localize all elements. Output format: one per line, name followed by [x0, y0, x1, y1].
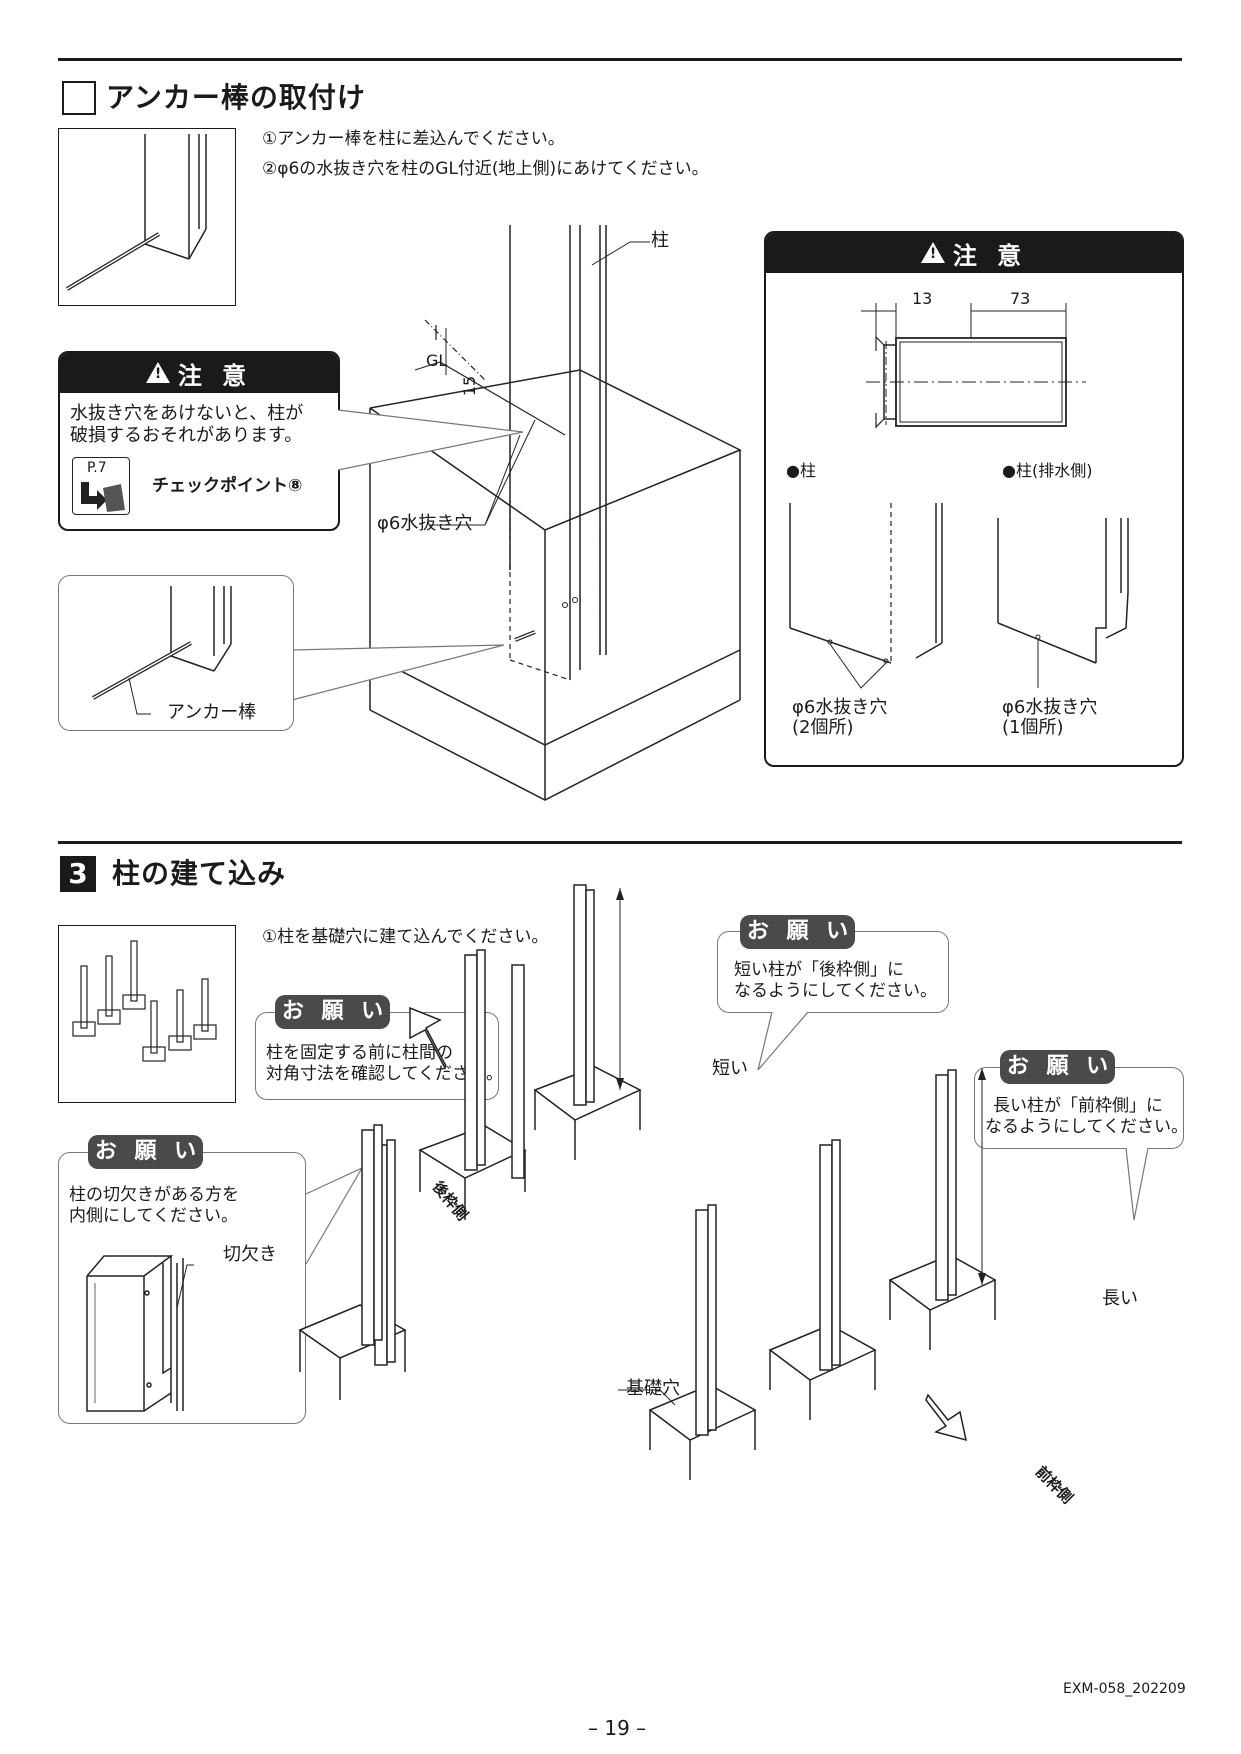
- step-anchor-1: ①アンカー棒を柱に差込んでください。: [262, 129, 565, 149]
- label-drain-hole: φ6水抜き穴: [377, 513, 473, 534]
- front-frame-arrow-icon: [925, 1393, 967, 1442]
- thumbnail-pillars-drawing: [72, 940, 217, 1062]
- anchor-rod-detail-drawing: [92, 586, 232, 715]
- warning-triangle-icon: [920, 241, 945, 263]
- label-drain-right-2: (1個所): [1002, 717, 1064, 738]
- caution-text-line2: 破損するおそれがあります。: [70, 425, 303, 446]
- section-checkbox[interactable]: [62, 81, 96, 115]
- caution-text-line1: 水抜き穴をあけないと、柱が: [70, 403, 304, 424]
- anchor-callout-wedge: [291, 644, 505, 701]
- caution-callout-wedge: [337, 409, 524, 471]
- label-drain-left-1: φ6水抜き穴: [792, 697, 888, 718]
- request-long-line1: 長い柱が「前枠側」に: [993, 1096, 1163, 1116]
- page-reference-label: P.7: [87, 460, 107, 476]
- long-callout-wedge: [1125, 1147, 1149, 1221]
- label-dim-73: 73: [1010, 289, 1031, 308]
- rear-frame-arrow-icon: [409, 1006, 447, 1070]
- page-arrow-icon: [81, 482, 125, 512]
- label-pillar: 柱: [651, 230, 669, 251]
- request-notch-line1: 柱の切欠きがある方を: [69, 1185, 239, 1205]
- caution-header-right: 注 意: [766, 233, 1182, 273]
- caution-box-pillar-section: 注 意 13 73: [764, 231, 1184, 767]
- caution-header: 注 意: [60, 353, 338, 393]
- caution-title: 注 意: [177, 361, 253, 390]
- caution-title-right: 注 意: [952, 241, 1028, 270]
- warning-triangle-icon: [145, 361, 170, 383]
- request-diagonal-line2: 対角寸法を確認してください。: [266, 1064, 503, 1084]
- section-title-anchor: アンカー棒の取付け: [106, 81, 366, 114]
- section-rule-top: [58, 58, 1182, 61]
- label-notch: 切欠き: [223, 1244, 277, 1265]
- request-tag-long: お 願 い: [1000, 1050, 1115, 1084]
- request-diagonal-line1: 柱を固定する前に柱間の: [266, 1043, 453, 1063]
- thumbnail-anchor-insert: [58, 128, 236, 306]
- pillars-drawing: [298, 884, 997, 1480]
- document-code: EXM-058_202209: [1063, 1681, 1186, 1697]
- section-title-pillar: 柱の建て込み: [112, 857, 287, 890]
- page-reference-icon[interactable]: P.7: [72, 457, 130, 515]
- notch-detail-drawing: [86, 1255, 194, 1412]
- label-drain-right-1: φ6水抜き穴: [1002, 697, 1098, 718]
- label-pillar-drain-bullet: ●柱(排水側): [1002, 461, 1093, 480]
- label-gl: GL: [426, 351, 448, 370]
- request-notch-line2: 内側にしてください。: [69, 1206, 238, 1226]
- request-tag-short: お 願 い: [740, 915, 855, 949]
- request-short-line2: なるようにしてください。: [734, 981, 937, 1001]
- request-box-notch: 柱の切欠きがある方を 内側にしてください。 切欠き: [58, 1152, 306, 1424]
- block-bottom: [369, 699, 741, 801]
- label-short: 短い: [712, 1058, 748, 1079]
- caution-box-drain-hole: 注 意 水抜き穴をあけないと、柱が 破損するおそれがあります。 P.7 チェック…: [58, 351, 340, 531]
- request-tag-diagonal: お 願 い: [275, 995, 390, 1029]
- pillar-cross-section: [789, 303, 1129, 689]
- label-pillar-bullet: ●柱: [786, 461, 816, 480]
- step-pillar-1: ①柱を基礎穴に建て込んでください。: [262, 927, 549, 947]
- request-box-long: 長い柱が「前枠側」に なるようにしてください。: [974, 1067, 1188, 1149]
- label-dim-13: 13: [912, 289, 933, 308]
- anchor-rod-detail: アンカー棒: [58, 575, 294, 731]
- section-rule-3: [58, 841, 1182, 844]
- request-long-line2: なるようにしてください。: [985, 1117, 1188, 1137]
- short-callout-wedge: [757, 1011, 809, 1071]
- block-base-line: [369, 649, 741, 746]
- label-long: 長い: [1102, 1288, 1138, 1309]
- label-drain-left-2: (2個所): [792, 717, 854, 738]
- request-short-line1: 短い柱が「後枠側」に: [734, 960, 904, 980]
- label-anchor-rod: アンカー棒: [167, 702, 257, 723]
- thumbnail-anchor-drawing: [65, 134, 207, 291]
- thumbnail-pillars-overview: [58, 925, 236, 1103]
- label-foundation-hole: 基礎穴: [626, 1378, 680, 1399]
- label-dim-15: 15: [460, 375, 480, 397]
- checkpoint-link[interactable]: チェックポイント⑧: [152, 476, 303, 496]
- page-number: – 19 –: [588, 1716, 647, 1740]
- request-tag-notch: お 願 い: [88, 1135, 203, 1169]
- step-anchor-2: ②φ6の水抜き穴を柱のGL付近(地上側)にあけてください。: [262, 159, 709, 179]
- section-number: 3: [60, 856, 96, 892]
